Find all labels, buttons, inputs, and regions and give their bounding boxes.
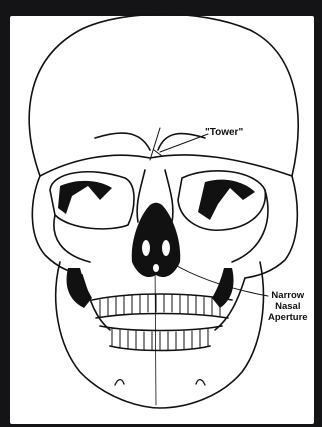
cranium-outline bbox=[29, 14, 298, 176]
right-cheek-cavity bbox=[212, 268, 234, 308]
left-cheek-cavity bbox=[67, 268, 92, 308]
upper-teeth bbox=[92, 294, 232, 300]
nasal-label-line2: Nasal bbox=[268, 301, 308, 312]
left-orbit-shadow bbox=[58, 181, 112, 214]
right-orbit-shadow bbox=[198, 180, 255, 220]
nasal-label-line1: Narrow bbox=[268, 290, 308, 301]
narrow-nasal-aperture-label: Narrow Nasal Aperture bbox=[268, 290, 308, 323]
nasal-label-line3: Aperture bbox=[268, 312, 308, 323]
tower-label: "Tower" bbox=[205, 127, 243, 138]
